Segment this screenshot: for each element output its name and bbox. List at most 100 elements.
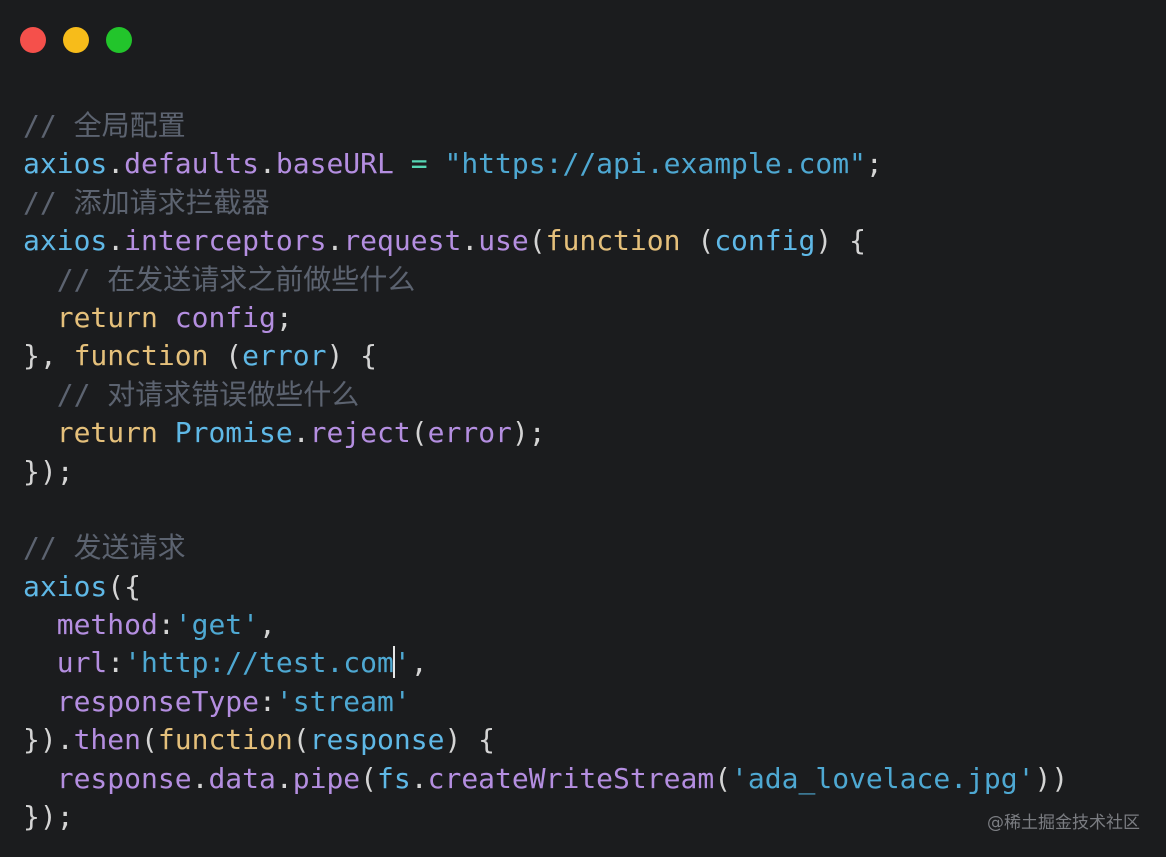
code-token-punct: }). xyxy=(23,723,74,757)
code-token-string: "https://api.example.com" xyxy=(444,147,866,181)
code-token-punct xyxy=(158,301,175,334)
code-token-ident: axios xyxy=(23,147,108,181)
code-token-punct: ({ xyxy=(107,569,142,603)
code-token-punct xyxy=(428,147,445,180)
code-token-punct: ( xyxy=(208,339,243,373)
text-cursor xyxy=(392,646,395,679)
code-token-ident: axios xyxy=(23,224,108,258)
code-token-punct xyxy=(23,378,57,411)
code-token-comment: // 添加请求拦截器 xyxy=(23,185,270,219)
code-token-punct: ( xyxy=(714,761,732,795)
code-token-punct: ( xyxy=(292,723,310,757)
code-token-punct: ; xyxy=(275,300,293,334)
code-line: // 添加请求拦截器 xyxy=(23,184,1068,222)
code-token-punct: . xyxy=(410,761,428,795)
code-token-prop: baseURL xyxy=(275,147,394,181)
code-token-comment: // 全局配置 xyxy=(23,109,186,142)
code-token-punct: ( xyxy=(410,416,428,450)
code-line: }); xyxy=(23,453,1068,491)
code-token-punct: ) { xyxy=(326,339,378,373)
code-token-punct xyxy=(23,685,57,718)
code-token-ident: error xyxy=(242,339,327,373)
code-line: axios.interceptors.request.use(function … xyxy=(23,222,1068,260)
code-line: // 对请求错误做些什么 xyxy=(23,376,1068,414)
code-token-prop: interceptors xyxy=(124,224,327,258)
code-token-keyword: return xyxy=(56,416,158,450)
code-token-prop: request xyxy=(343,224,462,258)
code-token-punct: : xyxy=(107,646,125,680)
code-line xyxy=(23,491,1068,529)
code-token-string: 'ada_lovelace.jpg' xyxy=(731,761,1035,795)
code-token-keyword: function xyxy=(545,224,681,258)
code-token-punct: . xyxy=(107,224,125,258)
code-line: }, function (error) { xyxy=(23,337,1068,375)
code-token-ident: Promise xyxy=(174,416,293,450)
code-token-prop: method xyxy=(56,608,158,642)
close-button[interactable] xyxy=(20,27,46,53)
code-token-op: = xyxy=(410,147,428,181)
code-token-punct xyxy=(23,416,57,449)
code-token-comment: // 对请求错误做些什么 xyxy=(56,377,360,411)
code-token-keyword: return xyxy=(56,300,158,334)
code-token-punct: : xyxy=(259,684,276,718)
code-token-prop: error xyxy=(427,416,512,450)
code-token-punct: ( xyxy=(680,224,715,258)
code-token-prop: createWriteStream xyxy=(427,761,715,795)
code-token-prop: url xyxy=(56,646,108,680)
minimize-button[interactable] xyxy=(63,27,89,53)
code-token-punct xyxy=(394,147,411,180)
code-token-punct: . xyxy=(275,761,293,795)
code-token-punct: ( xyxy=(141,723,158,757)
code-token-prop: response xyxy=(56,761,192,795)
maximize-button[interactable] xyxy=(106,27,132,53)
code-token-ident: axios xyxy=(23,569,108,603)
code-token-punct xyxy=(23,301,57,334)
window-controls xyxy=(20,27,132,53)
code-line: // 发送请求 xyxy=(23,529,1068,567)
code-token-punct: , xyxy=(410,646,428,680)
code-line: return config; xyxy=(23,299,1068,337)
code-token-comment: // 发送请求 xyxy=(23,531,186,565)
code-token-string: 'http://test.com xyxy=(124,646,394,680)
code-token-ident: response xyxy=(309,723,445,757)
code-line: // 全局配置 xyxy=(23,107,1068,145)
code-token-keyword: function xyxy=(73,339,209,373)
watermark: @稀土掘金技术社区 xyxy=(987,813,1140,833)
code-token-prop: defaults xyxy=(124,147,260,181)
code-token-punct: , xyxy=(259,608,276,642)
code-token-punct xyxy=(23,646,57,679)
code-token-punct: ) { xyxy=(815,224,866,258)
code-line: response.data.pipe(fs.createWriteStream(… xyxy=(23,760,1068,798)
code-token-punct xyxy=(158,416,175,449)
code-token-punct: ( xyxy=(360,761,378,795)
code-token-string: ' xyxy=(393,646,411,680)
code-token-string: 'stream' xyxy=(275,684,411,718)
code-token-prop: reject xyxy=(309,416,411,450)
code-token-punct: }); xyxy=(23,454,74,488)
code-line: responseType:'stream' xyxy=(23,683,1068,721)
code-token-prop: use xyxy=(478,224,529,258)
code-line: // 在发送请求之前做些什么 xyxy=(23,261,1068,299)
code-line: axios.defaults.baseURL = "https://api.ex… xyxy=(23,145,1068,183)
code-token-punct: : xyxy=(157,608,175,642)
code-line: }).then(function(response) { xyxy=(23,721,1068,759)
code-token-punct xyxy=(23,762,57,795)
code-token-punct: . xyxy=(191,761,209,795)
code-token-prop: then xyxy=(73,723,142,757)
code-token-prop: pipe xyxy=(292,761,361,795)
code-token-punct: }); xyxy=(23,800,74,834)
code-token-punct xyxy=(23,608,57,641)
code-token-punct: ) { xyxy=(444,723,496,757)
code-line: method:'get', xyxy=(23,606,1068,644)
code-token-ident: config xyxy=(714,224,816,258)
code-token-punct: . xyxy=(326,224,344,258)
code-line: axios({ xyxy=(23,568,1068,606)
code-token-punct: . xyxy=(259,147,276,181)
code-token-keyword: function xyxy=(157,723,293,757)
code-token-punct: ( xyxy=(528,224,546,258)
code-token-punct: )) xyxy=(1034,761,1069,795)
code-line: return Promise.reject(error); xyxy=(23,414,1068,452)
code-token-punct: . xyxy=(107,147,125,181)
code-token-prop: responseType xyxy=(56,684,260,718)
